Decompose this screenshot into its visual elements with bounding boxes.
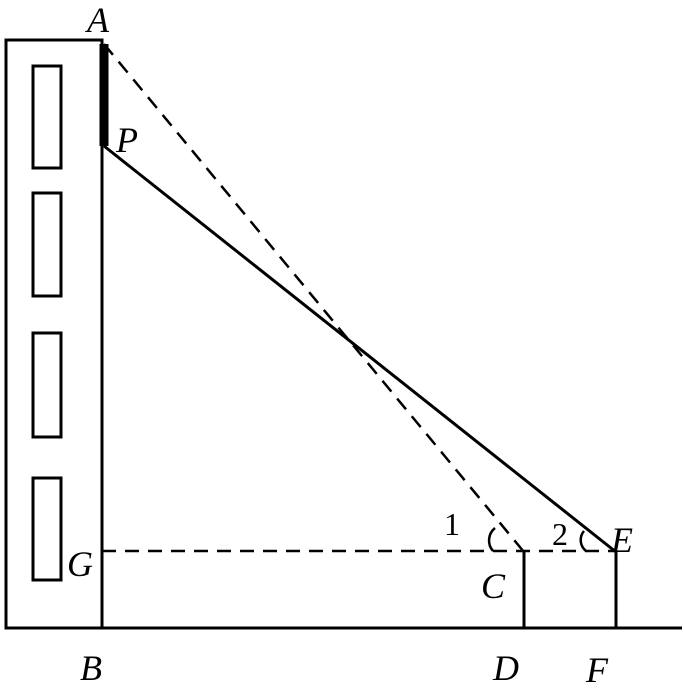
label-P: P xyxy=(115,120,138,160)
sightline-PE xyxy=(103,144,617,554)
building-window-2 xyxy=(31,191,63,298)
label-angle-1: 1 xyxy=(444,506,460,542)
label-E: E xyxy=(610,520,633,560)
label-G: G xyxy=(67,544,93,584)
building-window-1 xyxy=(31,64,63,170)
label-angle-2: 2 xyxy=(552,516,568,552)
label-B: B xyxy=(80,648,102,688)
label-D: D xyxy=(492,648,519,688)
label-C: C xyxy=(481,566,506,606)
sightline-AC-dashed xyxy=(103,43,525,553)
angle-2-arc xyxy=(579,530,587,552)
building-window-4 xyxy=(31,476,63,582)
building-window-3 xyxy=(31,331,63,439)
angle-1-arc xyxy=(487,527,496,552)
label-F: F xyxy=(585,650,609,688)
label-A: A xyxy=(85,0,110,40)
